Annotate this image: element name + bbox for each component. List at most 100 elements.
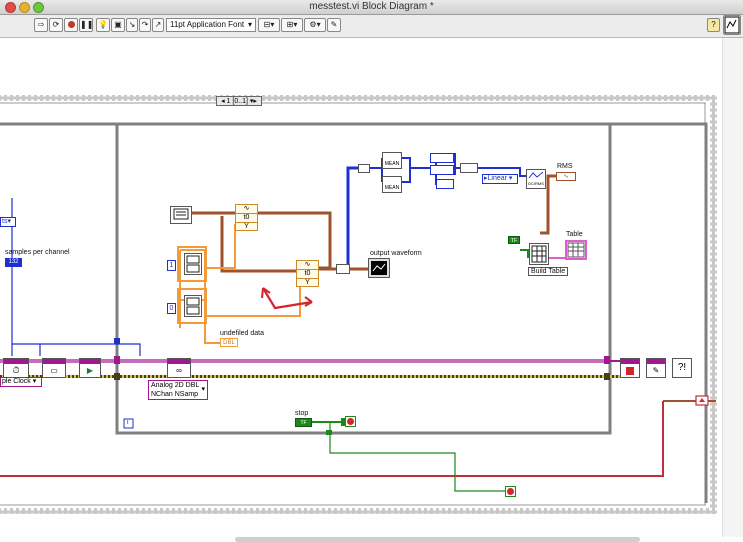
vi-icon[interactable] (723, 15, 741, 35)
waveform-source-node[interactable] (170, 206, 192, 224)
context-help-button[interactable]: ? (707, 18, 720, 32)
step-out-button[interactable]: ↗ (152, 18, 164, 32)
table-label: Table (566, 231, 583, 238)
index-array-node-2[interactable] (184, 295, 202, 317)
increment-icon[interactable]: ▾▸ (249, 98, 257, 105)
diagram-graphics (0, 95, 717, 514)
stop-control[interactable]: TF (295, 418, 312, 427)
step-over-button[interactable]: ↷ (139, 18, 151, 32)
build-table-node[interactable] (529, 243, 549, 265)
index-array-frame-1[interactable] (177, 246, 207, 282)
sample-clock-text: ple Clock (2, 378, 31, 385)
merge-signals-node[interactable] (336, 264, 350, 274)
sequence-frame-top[interactable] (0, 95, 717, 101)
font-selector[interactable]: 11pt Application Font▾ (166, 18, 256, 32)
error-handler-icon: ?! (677, 362, 687, 373)
simple-error-handler-node[interactable]: ?! (672, 358, 692, 378)
highlight-execution-button[interactable]: 💡 (96, 18, 110, 32)
iteration-terminal-label: i (127, 419, 129, 426)
daqmx-start-node[interactable]: ▶ (79, 358, 101, 378)
or-node[interactable] (341, 418, 347, 426)
read-mode-selector[interactable]: Analog 2D DBL NChan NSamp ▾ (148, 380, 208, 400)
sequence-frame-bottom[interactable] (0, 508, 717, 514)
vertical-scrollbar[interactable] (722, 38, 743, 537)
build-array-node-1[interactable] (430, 153, 454, 163)
linear-enum-constant[interactable]: ▸Linear ▾ (482, 174, 518, 184)
window-title: messtest.vi Block Diagram * (309, 1, 434, 12)
build-array-node-2[interactable] (430, 165, 454, 175)
waveform-icon: ∿ (236, 205, 257, 214)
mean1-text: MEAN (384, 161, 400, 167)
arrow-right-icon: ▸ (484, 175, 488, 182)
merge-node-2[interactable] (460, 163, 478, 173)
cleanup-diagram-button[interactable]: ✎ (327, 18, 341, 32)
reorder-button[interactable]: ⚙▾ (304, 18, 326, 32)
mean-node-2[interactable]: MEAN (382, 176, 402, 193)
t0-label-2: t0 (297, 270, 318, 279)
chevron-down-icon: ▾ (201, 386, 205, 393)
close-window-button[interactable] (5, 2, 16, 13)
daqmx-read-node[interactable]: ∞ (167, 358, 191, 378)
build-waveform-node-2[interactable]: ∿ t0 Y (296, 260, 319, 287)
const-0-text: 0 (169, 305, 174, 312)
run-arrow-button[interactable]: ⇨ (34, 18, 48, 32)
glasses-icon: ∞ (176, 366, 182, 375)
align-objects-button[interactable]: ⊟▾ (258, 18, 280, 32)
dbl-text: DBL (223, 340, 235, 346)
samples-per-channel-control[interactable]: 132 (5, 258, 22, 267)
dc-rms-node[interactable]: DC/RMS (526, 169, 546, 189)
clock-icon: ⏱ (12, 365, 20, 375)
stop-label: stop (295, 410, 309, 417)
mean-node-1[interactable]: MEAN (382, 152, 402, 169)
eraser-icon: ✎ (652, 366, 660, 375)
block-diagram-canvas[interactable]: ◂ 1 [0..1] ▾▸ ts▾ samples per channel 13… (0, 38, 722, 538)
build-waveform-node-1[interactable]: ∿ t0 Y (235, 204, 258, 231)
step-into-button[interactable]: ↘ (126, 18, 138, 32)
rms-indicator[interactable]: ∿ (556, 172, 576, 181)
output-waveform-label: output waveform (370, 250, 422, 257)
annotation-arrow (262, 287, 313, 310)
index-constant-0[interactable]: 0 (167, 303, 176, 314)
stop-local-indicator[interactable] (505, 486, 516, 497)
decrement-icon[interactable]: ◂ (221, 98, 225, 105)
index-constant-1[interactable]: 1 (167, 260, 176, 271)
window-titlebar: messtest.vi Block Diagram * (0, 0, 743, 15)
toolbar: ⇨ ⟳ ❚❚ 💡 ▣ ↘ ↷ ↗ 11pt Application Font▾ … (0, 15, 743, 38)
mean2-text: MEAN (384, 185, 400, 191)
samples-per-channel-label: samples per channel (5, 249, 70, 256)
daqmx-trigger-node[interactable]: ▭ (42, 358, 66, 378)
horizontal-scrollbar-thumb[interactable] (235, 537, 640, 542)
zoom-window-button[interactable] (33, 2, 44, 13)
sequence-frame-right[interactable] (710, 95, 717, 514)
numeric-text: 132 (8, 259, 19, 265)
undefiled-data-label: undefiled data (220, 330, 264, 337)
array-node-4[interactable] (436, 179, 454, 189)
enum-constant[interactable]: ts▾ (0, 217, 16, 227)
build-array-node-3[interactable] (454, 153, 456, 175)
split-node[interactable] (358, 164, 370, 173)
daqmx-timing-node[interactable]: ⏱ (3, 358, 29, 378)
boolean-constant-table[interactable]: TF (508, 236, 520, 244)
daqmx-stop-node[interactable] (620, 358, 640, 378)
rms-label: RMS (557, 163, 573, 170)
daqmx-clear-node[interactable]: ✎ (646, 358, 666, 378)
waveform-icon: ∿ (297, 261, 318, 270)
sequence-selector[interactable]: ◂ 1 [0..1] ▾▸ (216, 96, 262, 106)
selector-text: 1 [0..1] (226, 98, 248, 105)
distribute-objects-button[interactable]: ⊞▾ (281, 18, 303, 32)
index-array-frame-2[interactable] (177, 288, 207, 324)
index-array-node-1[interactable] (184, 253, 202, 275)
undefiled-data-indicator[interactable]: DBL (220, 338, 238, 347)
run-continuously-button[interactable]: ⟳ (49, 18, 63, 32)
minimize-window-button[interactable] (19, 2, 30, 13)
t0-label-1: t0 (236, 214, 257, 223)
trigger-icon: ▭ (50, 366, 58, 375)
sample-clock-selector[interactable]: ple Clock ▾ (0, 377, 42, 387)
pause-button[interactable]: ❚❚ (79, 18, 93, 32)
font-label: 11pt Application Font (170, 20, 245, 29)
loop-condition-terminal[interactable] (345, 416, 356, 427)
abort-button[interactable] (64, 18, 78, 32)
table-indicator[interactable] (565, 240, 587, 260)
retain-wire-values-button[interactable]: ▣ (111, 18, 125, 32)
output-waveform-terminal[interactable] (368, 258, 390, 278)
